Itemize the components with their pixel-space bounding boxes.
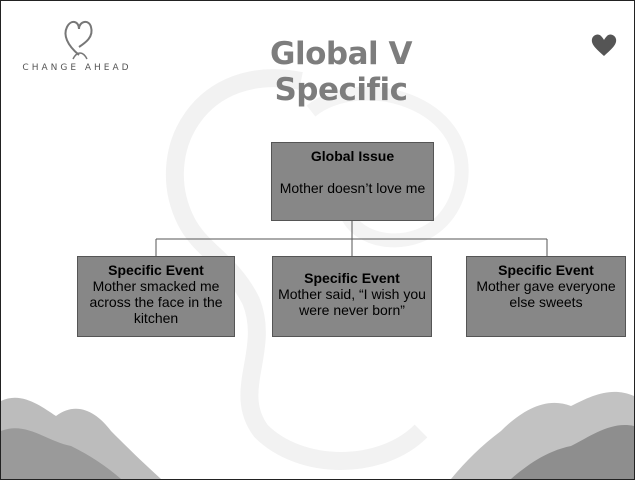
specific-event-box-1: Specific Event Mother smacked me across … bbox=[77, 256, 235, 337]
global-issue-heading: Global Issue bbox=[310, 148, 395, 164]
specific-event-text: Mother smacked me across the face in the… bbox=[89, 278, 223, 326]
specific-event-box-3: Specific Event Mother gave everyone else… bbox=[466, 256, 626, 337]
global-issue-text: Mother doesn’t love me bbox=[279, 180, 426, 196]
specific-event-heading: Specific Event bbox=[108, 262, 204, 278]
logo-text: CHANGE AHEAD bbox=[22, 63, 132, 73]
specific-event-text: Mother gave everyone else sweets bbox=[476, 278, 616, 310]
specific-event-text: Mother said, “I wish you were never born… bbox=[278, 286, 426, 318]
change-ahead-logo: CHANGE AHEAD bbox=[7, 13, 147, 79]
heart-swirl-icon bbox=[64, 21, 93, 60]
global-issue-box: Global Issue Mother doesn’t love me bbox=[271, 142, 434, 221]
specific-event-box-2: Specific Event Mother said, “I wish you … bbox=[272, 256, 432, 337]
heart-icon bbox=[591, 34, 617, 56]
specific-event-heading: Specific Event bbox=[498, 262, 594, 278]
slide-title: Global V Specific bbox=[270, 36, 412, 108]
specific-event-heading: Specific Event bbox=[304, 270, 400, 286]
